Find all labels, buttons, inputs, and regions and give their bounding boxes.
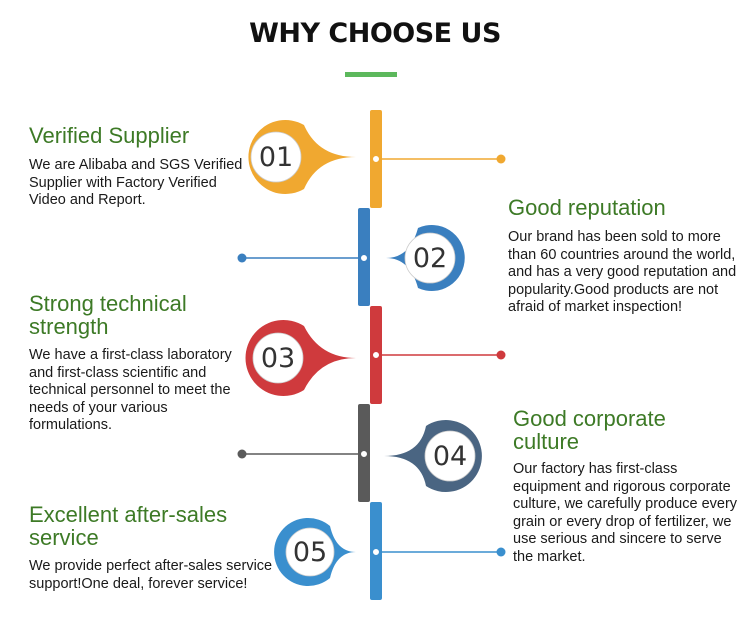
badge-number-01: 01 (259, 142, 293, 173)
heading-verified-supplier: Verified Supplier (29, 123, 190, 148)
timeline-step-3: 03 (245, 306, 506, 404)
timeline-step-5: 05 (274, 502, 506, 600)
badge-02: 02 (386, 225, 465, 291)
connector-dot-4 (237, 449, 247, 459)
title-underline (345, 72, 397, 77)
timeline-step-2: 02 (237, 208, 465, 306)
heading-after-sales-service: Excellent after-sales service (29, 502, 228, 550)
desc-technical-strength: We have a first-class laboratory and fir… (29, 347, 232, 433)
badge-01: 01 (248, 120, 356, 194)
connector-dot-2 (237, 253, 247, 263)
badge-03: 03 (245, 320, 356, 396)
heading-good-reputation: Good reputation (508, 195, 666, 220)
node-circle-3 (372, 351, 380, 359)
page-title: WHY CHOOSE US (249, 18, 501, 49)
badge-number-02: 02 (413, 243, 447, 274)
connector-dot-5 (496, 547, 506, 557)
node-circle-5 (372, 548, 380, 556)
node-circle-1 (372, 155, 380, 163)
badge-05: 05 (274, 518, 356, 586)
desc-after-sales-service: We provide perfect after-sales service s… (29, 558, 273, 592)
connector-dot-3 (496, 350, 506, 360)
desc-verified-supplier: We are Alibaba and SGS Verified Supplier… (29, 157, 243, 208)
node-circle-2 (360, 254, 368, 262)
desc-good-reputation: Our brand has been sold to more than 60 … (508, 229, 737, 315)
badge-04: 04 (384, 419, 482, 492)
heading-corporate-culture: Good corporate culture (513, 406, 666, 454)
badge-number-05: 05 (293, 537, 327, 568)
badge-number-03: 03 (261, 343, 295, 374)
timeline-step-1: 01 (248, 110, 506, 208)
desc-corporate-culture: Our factory has first-class equipment an… (513, 461, 738, 565)
heading-technical-strength: Strong technical strength (29, 291, 187, 339)
badge-number-04: 04 (433, 441, 467, 472)
node-circle-4 (360, 450, 368, 458)
timeline-step-4: 04 (237, 404, 482, 502)
connector-dot-1 (496, 154, 506, 164)
